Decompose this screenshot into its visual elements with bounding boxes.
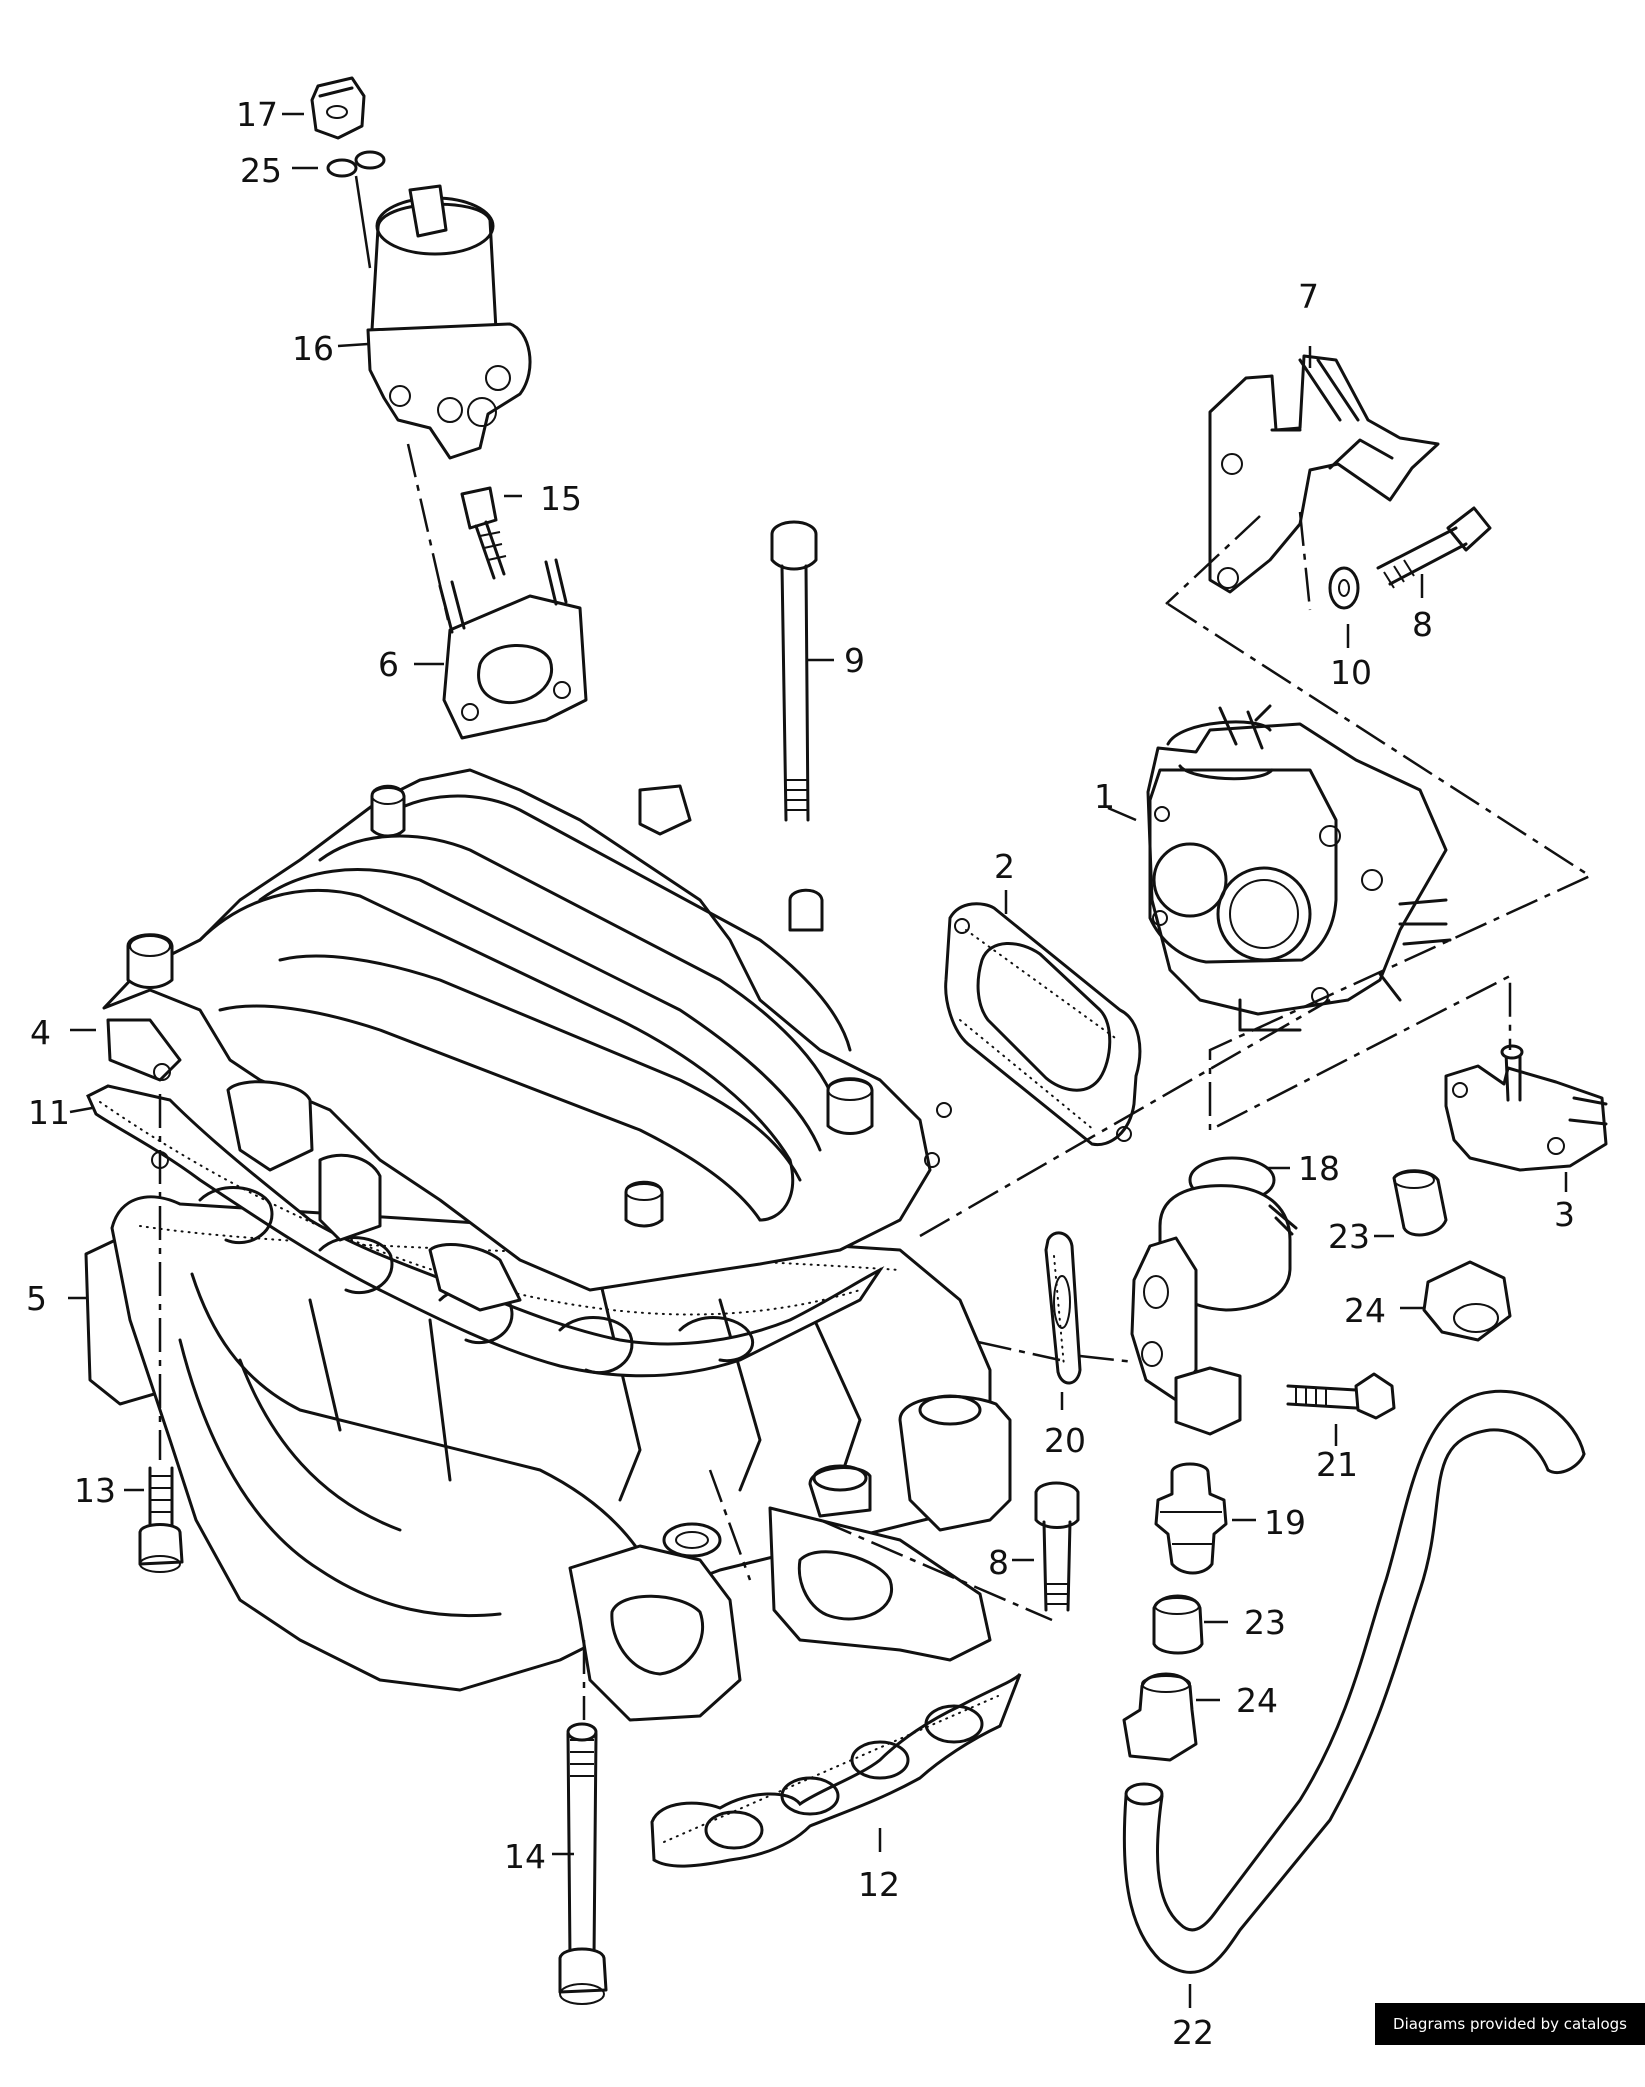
part-24-cap-nut-lower xyxy=(1122,1672,1198,1762)
label-25: 25 xyxy=(240,151,282,190)
part-22-vacuum-hose xyxy=(1122,1389,1586,1974)
part-15-bolt xyxy=(460,486,507,580)
part-3-throttle-position-sensor xyxy=(1444,1044,1608,1172)
part-23-plug-upper xyxy=(1392,1169,1448,1237)
label-18: 18 xyxy=(1298,1149,1340,1188)
label-8-upper: 8 xyxy=(1412,605,1433,644)
part-labels: 17 25 16 15 6 9 7 8 10 1 2 3 4 11 5 13 1… xyxy=(26,95,1575,2045)
part-14-long-bolt xyxy=(558,1722,608,2005)
label-9: 9 xyxy=(844,641,865,680)
part-21-bolt xyxy=(1286,1372,1396,1420)
label-16: 16 xyxy=(292,329,334,368)
label-14: 14 xyxy=(504,1837,546,1876)
part-24-cap-nut-upper xyxy=(1422,1260,1512,1342)
part-13-bolt xyxy=(138,1466,184,1573)
label-23-upper: 23 xyxy=(1328,1217,1370,1256)
label-4: 4 xyxy=(30,1013,51,1052)
label-2: 2 xyxy=(994,847,1015,886)
assembly-lines xyxy=(158,443,1593,1720)
label-19: 19 xyxy=(1264,1503,1306,1542)
part-6-adapter-plate xyxy=(438,558,588,740)
part-1-throttle-body xyxy=(1146,704,1452,1032)
part-20-gasket xyxy=(1044,1231,1082,1385)
label-1: 1 xyxy=(1094,777,1115,816)
label-24-lower: 24 xyxy=(1236,1681,1278,1720)
leader-lines xyxy=(68,112,1568,2008)
part-2-throttle-gasket xyxy=(944,902,1142,1147)
label-8-lower: 8 xyxy=(988,1543,1009,1582)
label-11: 11 xyxy=(28,1093,70,1132)
parts-diagram: 17 25 16 15 6 9 7 8 10 1 2 3 4 11 5 13 1… xyxy=(26,76,1608,2045)
label-24-upper: 24 xyxy=(1344,1291,1386,1330)
label-3: 3 xyxy=(1554,1195,1575,1234)
part-12-manifold-gasket xyxy=(650,1672,1022,1868)
part-19-union-fitting xyxy=(1154,1462,1228,1575)
part-7-bracket xyxy=(1208,354,1440,594)
part-16-idle-control-valve xyxy=(366,184,532,460)
label-23-lower: 23 xyxy=(1244,1603,1286,1642)
part-8-bolt-upper xyxy=(1376,506,1492,589)
part-8-bolt-lower xyxy=(1034,1481,1080,1612)
part-10-washer xyxy=(1328,566,1360,610)
label-12: 12 xyxy=(858,1865,900,1904)
label-7: 7 xyxy=(1298,277,1319,316)
part-5-lower-manifold xyxy=(84,1195,1012,1722)
label-15: 15 xyxy=(540,479,582,518)
label-13: 13 xyxy=(74,1471,116,1510)
label-17: 17 xyxy=(236,95,278,134)
label-6: 6 xyxy=(378,645,399,684)
label-22: 22 xyxy=(1172,2013,1214,2045)
label-20: 20 xyxy=(1044,1421,1086,1460)
part-17-cap-nut xyxy=(310,76,366,140)
label-21: 21 xyxy=(1316,1445,1358,1484)
part-9-long-stud xyxy=(770,520,818,822)
part-4-upper-manifold xyxy=(102,768,952,1312)
label-10: 10 xyxy=(1330,653,1372,692)
label-5: 5 xyxy=(26,1279,47,1318)
part-23-plug-lower xyxy=(1152,1594,1204,1655)
credit-banner: Diagrams provided by catalogs parts xyxy=(1375,2003,1645,2075)
part-18-pressure-regulator xyxy=(1130,1156,1298,1436)
part-25-o-ring xyxy=(326,150,386,178)
